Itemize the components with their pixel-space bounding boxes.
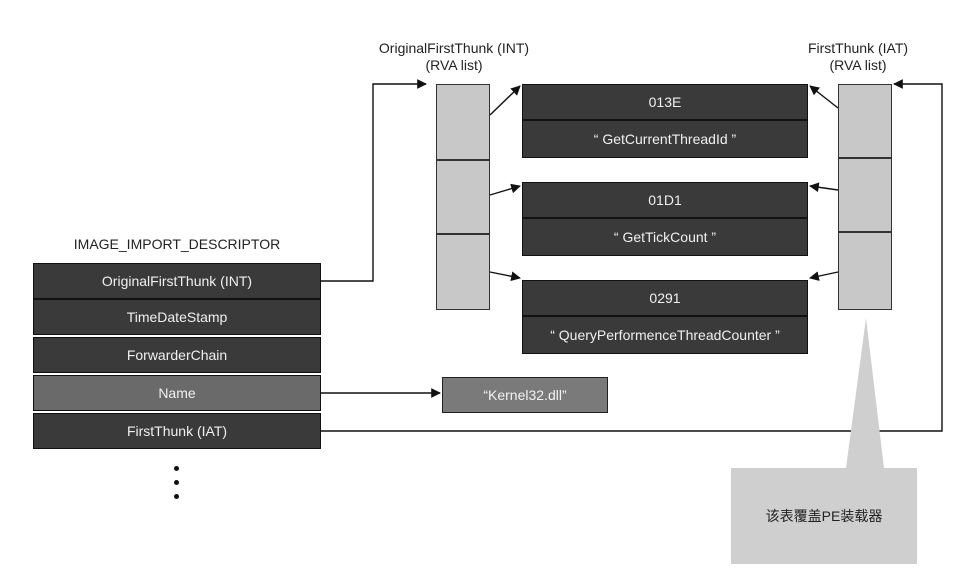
ellipsis-dot <box>174 480 179 485</box>
int-entry <box>436 84 490 160</box>
ellipsis-dot <box>174 466 179 471</box>
ellipsis-dot <box>174 494 179 499</box>
int-header: OriginalFirstThunk (INT) (RVA list) <box>354 40 554 74</box>
arrow-int-to-import-1 <box>489 85 521 116</box>
note-pointer <box>846 318 884 468</box>
import-name: “ GetTickCount ” <box>522 218 808 256</box>
int-entry <box>436 160 490 234</box>
iat-title: FirstThunk (IAT) <box>807 40 909 56</box>
iat-entry <box>838 232 892 310</box>
import-name: “ GetCurrentThreadId ” <box>522 120 808 158</box>
loader-note: 该表覆盖PE装载器 <box>731 468 917 564</box>
descriptor-field-time-date-stamp: TimeDateStamp <box>33 299 321 335</box>
loader-note-text: 该表覆盖PE装载器 <box>765 508 883 524</box>
arrow-descriptor-to-iat <box>321 79 943 432</box>
iat-entry <box>838 158 892 232</box>
import-hint: 0291 <box>522 280 808 316</box>
arrow-int-to-import-2 <box>489 183 521 196</box>
import-hint: 013E <box>522 84 808 120</box>
int-title: OriginalFirstThunk (INT) <box>378 40 530 56</box>
import-hint: 01D1 <box>522 182 808 218</box>
iat-header: FirstThunk (IAT) (RVA list) <box>768 40 948 74</box>
arrow-iat-to-import-1 <box>809 85 839 109</box>
descriptor-field-original-first-thunk: OriginalFirstThunk (INT) <box>33 263 321 299</box>
int-entry <box>436 234 490 310</box>
descriptor-field-name: Name <box>33 375 321 411</box>
iat-entry <box>838 84 892 158</box>
descriptor-field-first-thunk: FirstThunk (IAT) <box>33 413 321 449</box>
arrow-iat-to-import-3 <box>809 271 839 281</box>
iat-subtitle: (RVA list) <box>829 57 887 73</box>
arrow-int-to-import-3 <box>489 271 521 282</box>
arrow-iat-to-import-2 <box>809 182 839 193</box>
descriptor-field-forwarder-chain: ForwarderChain <box>33 337 321 373</box>
import-name: “ QueryPerformenceThreadCounter ” <box>522 316 808 354</box>
descriptor-title: IMAGE_IMPORT_DESCRIPTOR <box>73 236 281 252</box>
arrow-descriptor-to-int <box>321 79 427 282</box>
dll-name: “Kernel32.dll” <box>442 377 608 413</box>
int-subtitle: (RVA list) <box>425 57 483 73</box>
